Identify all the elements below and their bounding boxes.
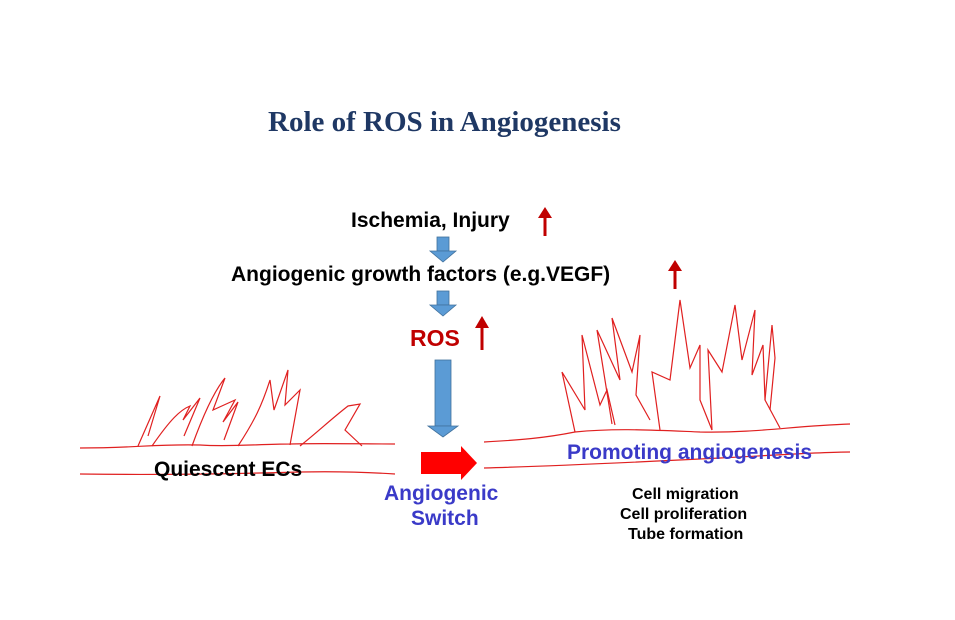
ros-label: ROS [410,325,460,351]
up-arrow-growth-factors [668,260,682,289]
flow-arrow-1 [428,236,458,263]
up-arrow-ischemia [538,207,552,236]
quiescent-label: Quiescent ECs [154,458,303,481]
flow-arrow-2 [428,290,458,317]
ischemia-label: Ischemia, Injury [351,209,510,232]
switch-label-line1: Angiogenic [384,482,499,505]
quiescent-vessel [79,369,396,475]
up-arrow-ros [475,316,489,350]
diagram-title: Role of ROS in Angiogenesis [268,106,621,138]
sprouting-vessel [483,299,851,469]
outcome-item: Tube formation [628,526,744,543]
switch-arrow [421,446,477,480]
growth-factors-label: Angiogenic growth factors (e.g.VEGF) [231,263,611,286]
switch-label-line2: Switch [411,507,479,530]
outcome-item: Cell proliferation [620,506,748,523]
outcome-item: Cell migration [632,486,739,503]
promoting-heading: Promoting angiogenesis [567,441,813,464]
flow-arrow-3 [426,359,460,438]
